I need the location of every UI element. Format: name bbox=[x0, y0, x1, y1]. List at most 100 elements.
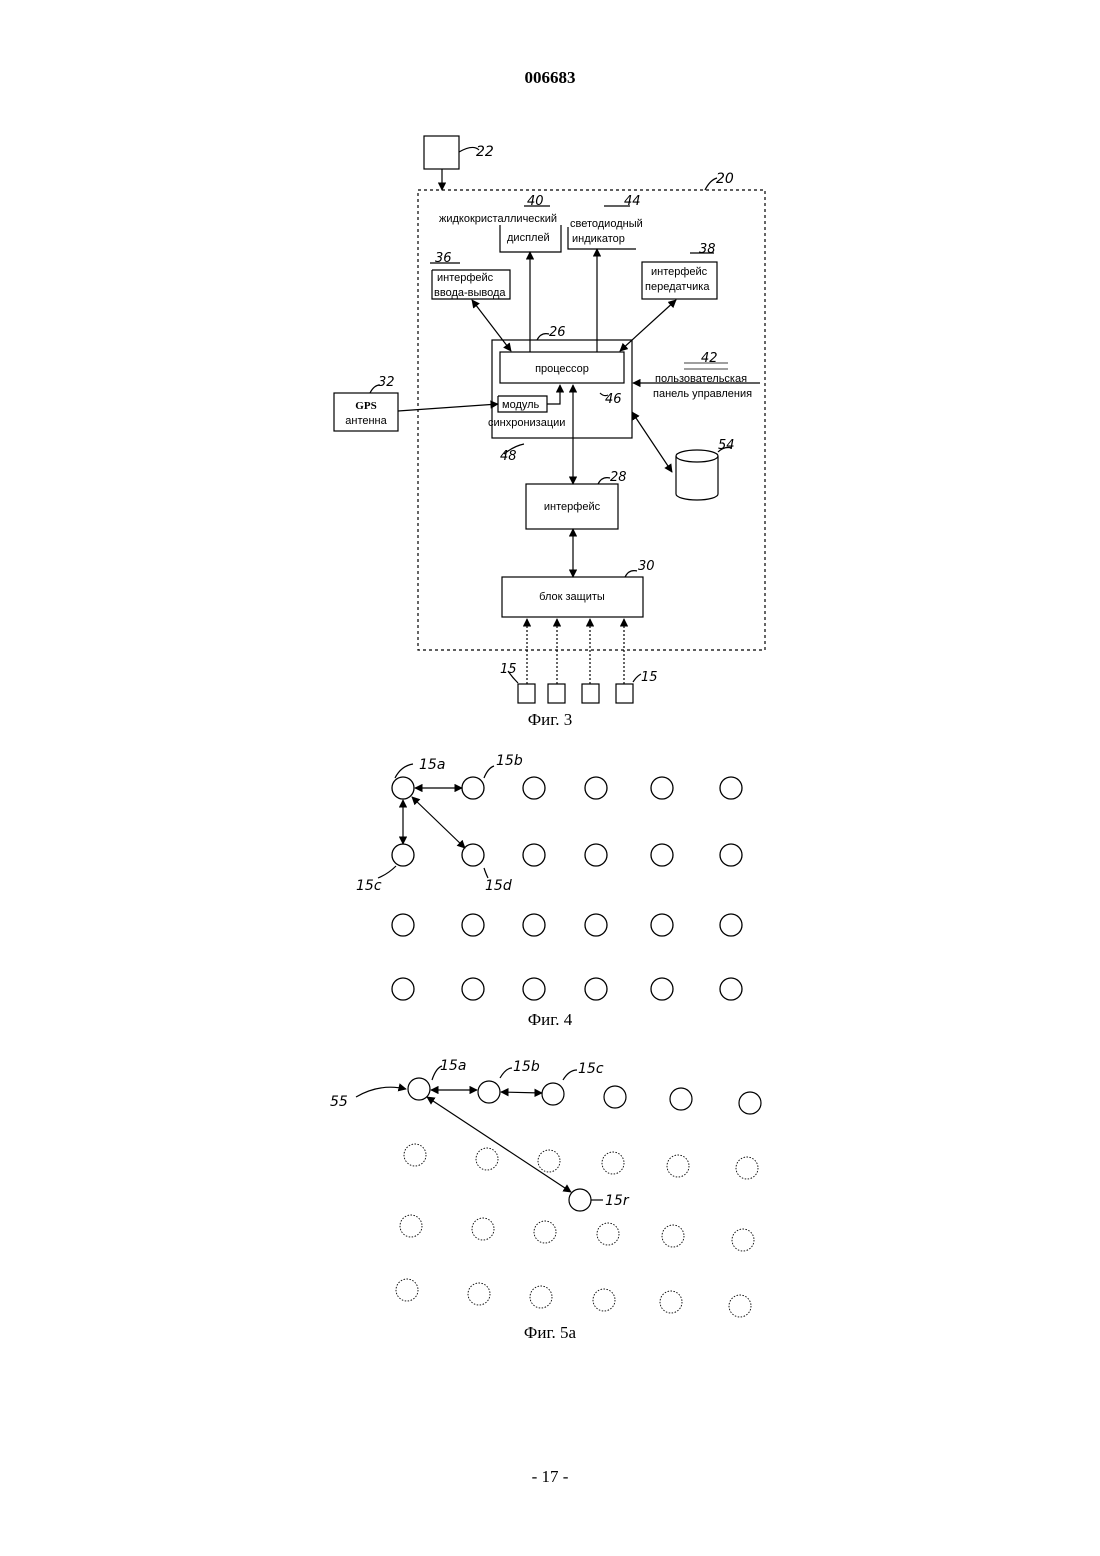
led-label-line1: светодиодный bbox=[570, 218, 643, 230]
ref-22: 22 bbox=[476, 144, 494, 160]
sensor-node-r3-c2-inactive bbox=[530, 1286, 552, 1308]
device-20-boundary bbox=[418, 190, 765, 650]
tx-label-line1: интерфейс bbox=[651, 266, 708, 278]
sensor-node-r1-c2 bbox=[523, 844, 545, 866]
sensor-node-r0-c3-active bbox=[604, 1086, 626, 1108]
sensor-node-r0-c0 bbox=[392, 777, 414, 799]
sensor-node-r0-c2 bbox=[523, 777, 545, 799]
gps-label-line1: GPS bbox=[355, 400, 376, 412]
sensor-node-r1-c0 bbox=[392, 844, 414, 866]
ref-36: 36 bbox=[435, 251, 452, 266]
sensor-node-r2-c3-inactive bbox=[597, 1223, 619, 1245]
sensor-node-r2-c0 bbox=[392, 914, 414, 936]
sensor-node-r0-c0-active bbox=[408, 1078, 430, 1100]
label-15a-fig4: 15a bbox=[419, 757, 445, 773]
sensor-15-3 bbox=[582, 684, 599, 703]
sensor-node-r2-c5-inactive bbox=[732, 1229, 754, 1251]
arrow-sync-to-proc bbox=[547, 385, 560, 404]
sensor-node-r1-c2-inactive bbox=[538, 1150, 560, 1172]
sensor-node-r3-c4 bbox=[651, 978, 673, 1000]
sensor-node-r1-c5 bbox=[720, 844, 742, 866]
figure-5a-caption: Фиг. 5а bbox=[524, 1323, 577, 1342]
label-15b-fig5: 15b bbox=[513, 1059, 540, 1075]
sensor-node-r3-c3-inactive bbox=[593, 1289, 615, 1311]
figure-3-caption: Фиг. 3 bbox=[528, 710, 573, 729]
figure-4-caption: Фиг. 4 bbox=[528, 1010, 573, 1029]
sensor-node-r2-c4-inactive bbox=[662, 1225, 684, 1247]
link-15a-15d bbox=[412, 797, 465, 848]
label-55: 55 bbox=[330, 1094, 348, 1110]
sensor-node-r0-c4 bbox=[651, 777, 673, 799]
sensor-node-r1-c5-inactive bbox=[736, 1157, 758, 1179]
sensor-node-r1-c3-inactive bbox=[602, 1152, 624, 1174]
sensor-node-15r-active bbox=[569, 1189, 591, 1211]
ref-48: 48 bbox=[500, 449, 517, 464]
figure-4-links bbox=[378, 764, 494, 878]
sensor-node-r3-c1 bbox=[462, 978, 484, 1000]
sensor-node-r1-c4-inactive bbox=[667, 1155, 689, 1177]
ref-42: 42 bbox=[701, 351, 718, 366]
link-15a-15r-fig5 bbox=[427, 1097, 571, 1192]
label-15r-fig5: 15r bbox=[605, 1193, 630, 1209]
ref-20: 20 bbox=[716, 171, 734, 187]
ref-54: 54 bbox=[718, 438, 735, 453]
sync-label-line1: модуль bbox=[502, 399, 540, 411]
ref-44: 44 bbox=[624, 194, 641, 209]
sensor-node-r2-c4 bbox=[651, 914, 673, 936]
block-22 bbox=[424, 136, 459, 169]
arrow-55 bbox=[356, 1087, 406, 1097]
sensor-node-r3-c5-inactive bbox=[729, 1295, 751, 1317]
sensor-node-r0-c1 bbox=[462, 777, 484, 799]
sensor-node-r3-c0 bbox=[392, 978, 414, 1000]
sensor-node-r0-c5 bbox=[720, 777, 742, 799]
led-label-line2: индикатор bbox=[572, 233, 625, 245]
sensor-node-r0-c4-active bbox=[670, 1088, 692, 1110]
io-label-line1: интерфейс bbox=[437, 272, 494, 284]
label-15c-fig4: 15c bbox=[356, 878, 382, 894]
gps-label-line2: антенна bbox=[345, 415, 387, 427]
sensor-node-r2-c1 bbox=[462, 914, 484, 936]
ref-28: 28 bbox=[610, 470, 627, 485]
sensor-15-1 bbox=[518, 684, 535, 703]
ref-46: 46 bbox=[605, 392, 622, 407]
interface-label: интерфейс bbox=[544, 501, 601, 513]
lcd-label-line1: жидкокристаллический bbox=[439, 213, 557, 225]
page-number-header: 006683 bbox=[525, 68, 576, 87]
sensor-node-r3-c2 bbox=[523, 978, 545, 1000]
link-15b-15c-fig5 bbox=[501, 1092, 542, 1093]
ref-30: 30 bbox=[638, 559, 655, 574]
page-footer-number: - 17 - bbox=[532, 1467, 569, 1486]
arrow-gps-to-sync bbox=[398, 404, 498, 411]
sensor-15-4 bbox=[616, 684, 633, 703]
tx-label-line2: передатчика bbox=[645, 281, 710, 293]
sensor-node-r3-c3 bbox=[585, 978, 607, 1000]
user-panel-label-line1: пользовательская bbox=[655, 373, 747, 385]
ref-15-left: 15 bbox=[500, 662, 517, 677]
ref-26: 26 bbox=[549, 325, 566, 340]
figure-5a-node-grid bbox=[396, 1078, 761, 1317]
storage-cylinder-54 bbox=[676, 448, 732, 501]
protection-label: блок защиты bbox=[539, 591, 605, 603]
figure-4-node-grid bbox=[392, 777, 742, 1000]
sensor-node-r2-c1-inactive bbox=[472, 1218, 494, 1240]
sensor-node-r2-c5 bbox=[720, 914, 742, 936]
ref-15-right: 15 bbox=[641, 670, 658, 685]
sensor-node-r0-c1-active bbox=[478, 1081, 500, 1103]
sensor-node-r1-c1 bbox=[462, 844, 484, 866]
processor-label: процессор bbox=[535, 363, 589, 375]
sensor-node-r1-c1-inactive bbox=[476, 1148, 498, 1170]
sensor-node-r3-c5 bbox=[720, 978, 742, 1000]
arrow-module-storage bbox=[632, 412, 672, 472]
sensor-node-r0-c5-active bbox=[739, 1092, 761, 1114]
sensor-node-r1-c0-inactive bbox=[404, 1144, 426, 1166]
sensor-node-r1-c4 bbox=[651, 844, 673, 866]
label-15a-fig5: 15a bbox=[440, 1058, 466, 1074]
ref-40: 40 bbox=[527, 194, 544, 209]
sensor-node-r0-c3 bbox=[585, 777, 607, 799]
sensor-node-r0-c2-active bbox=[542, 1083, 564, 1105]
label-15c-fig5: 15c bbox=[578, 1061, 604, 1077]
sensor-node-r3-c1-inactive bbox=[468, 1283, 490, 1305]
sensor-node-r2-c3 bbox=[585, 914, 607, 936]
sensor-node-r2-c0-inactive bbox=[400, 1215, 422, 1237]
